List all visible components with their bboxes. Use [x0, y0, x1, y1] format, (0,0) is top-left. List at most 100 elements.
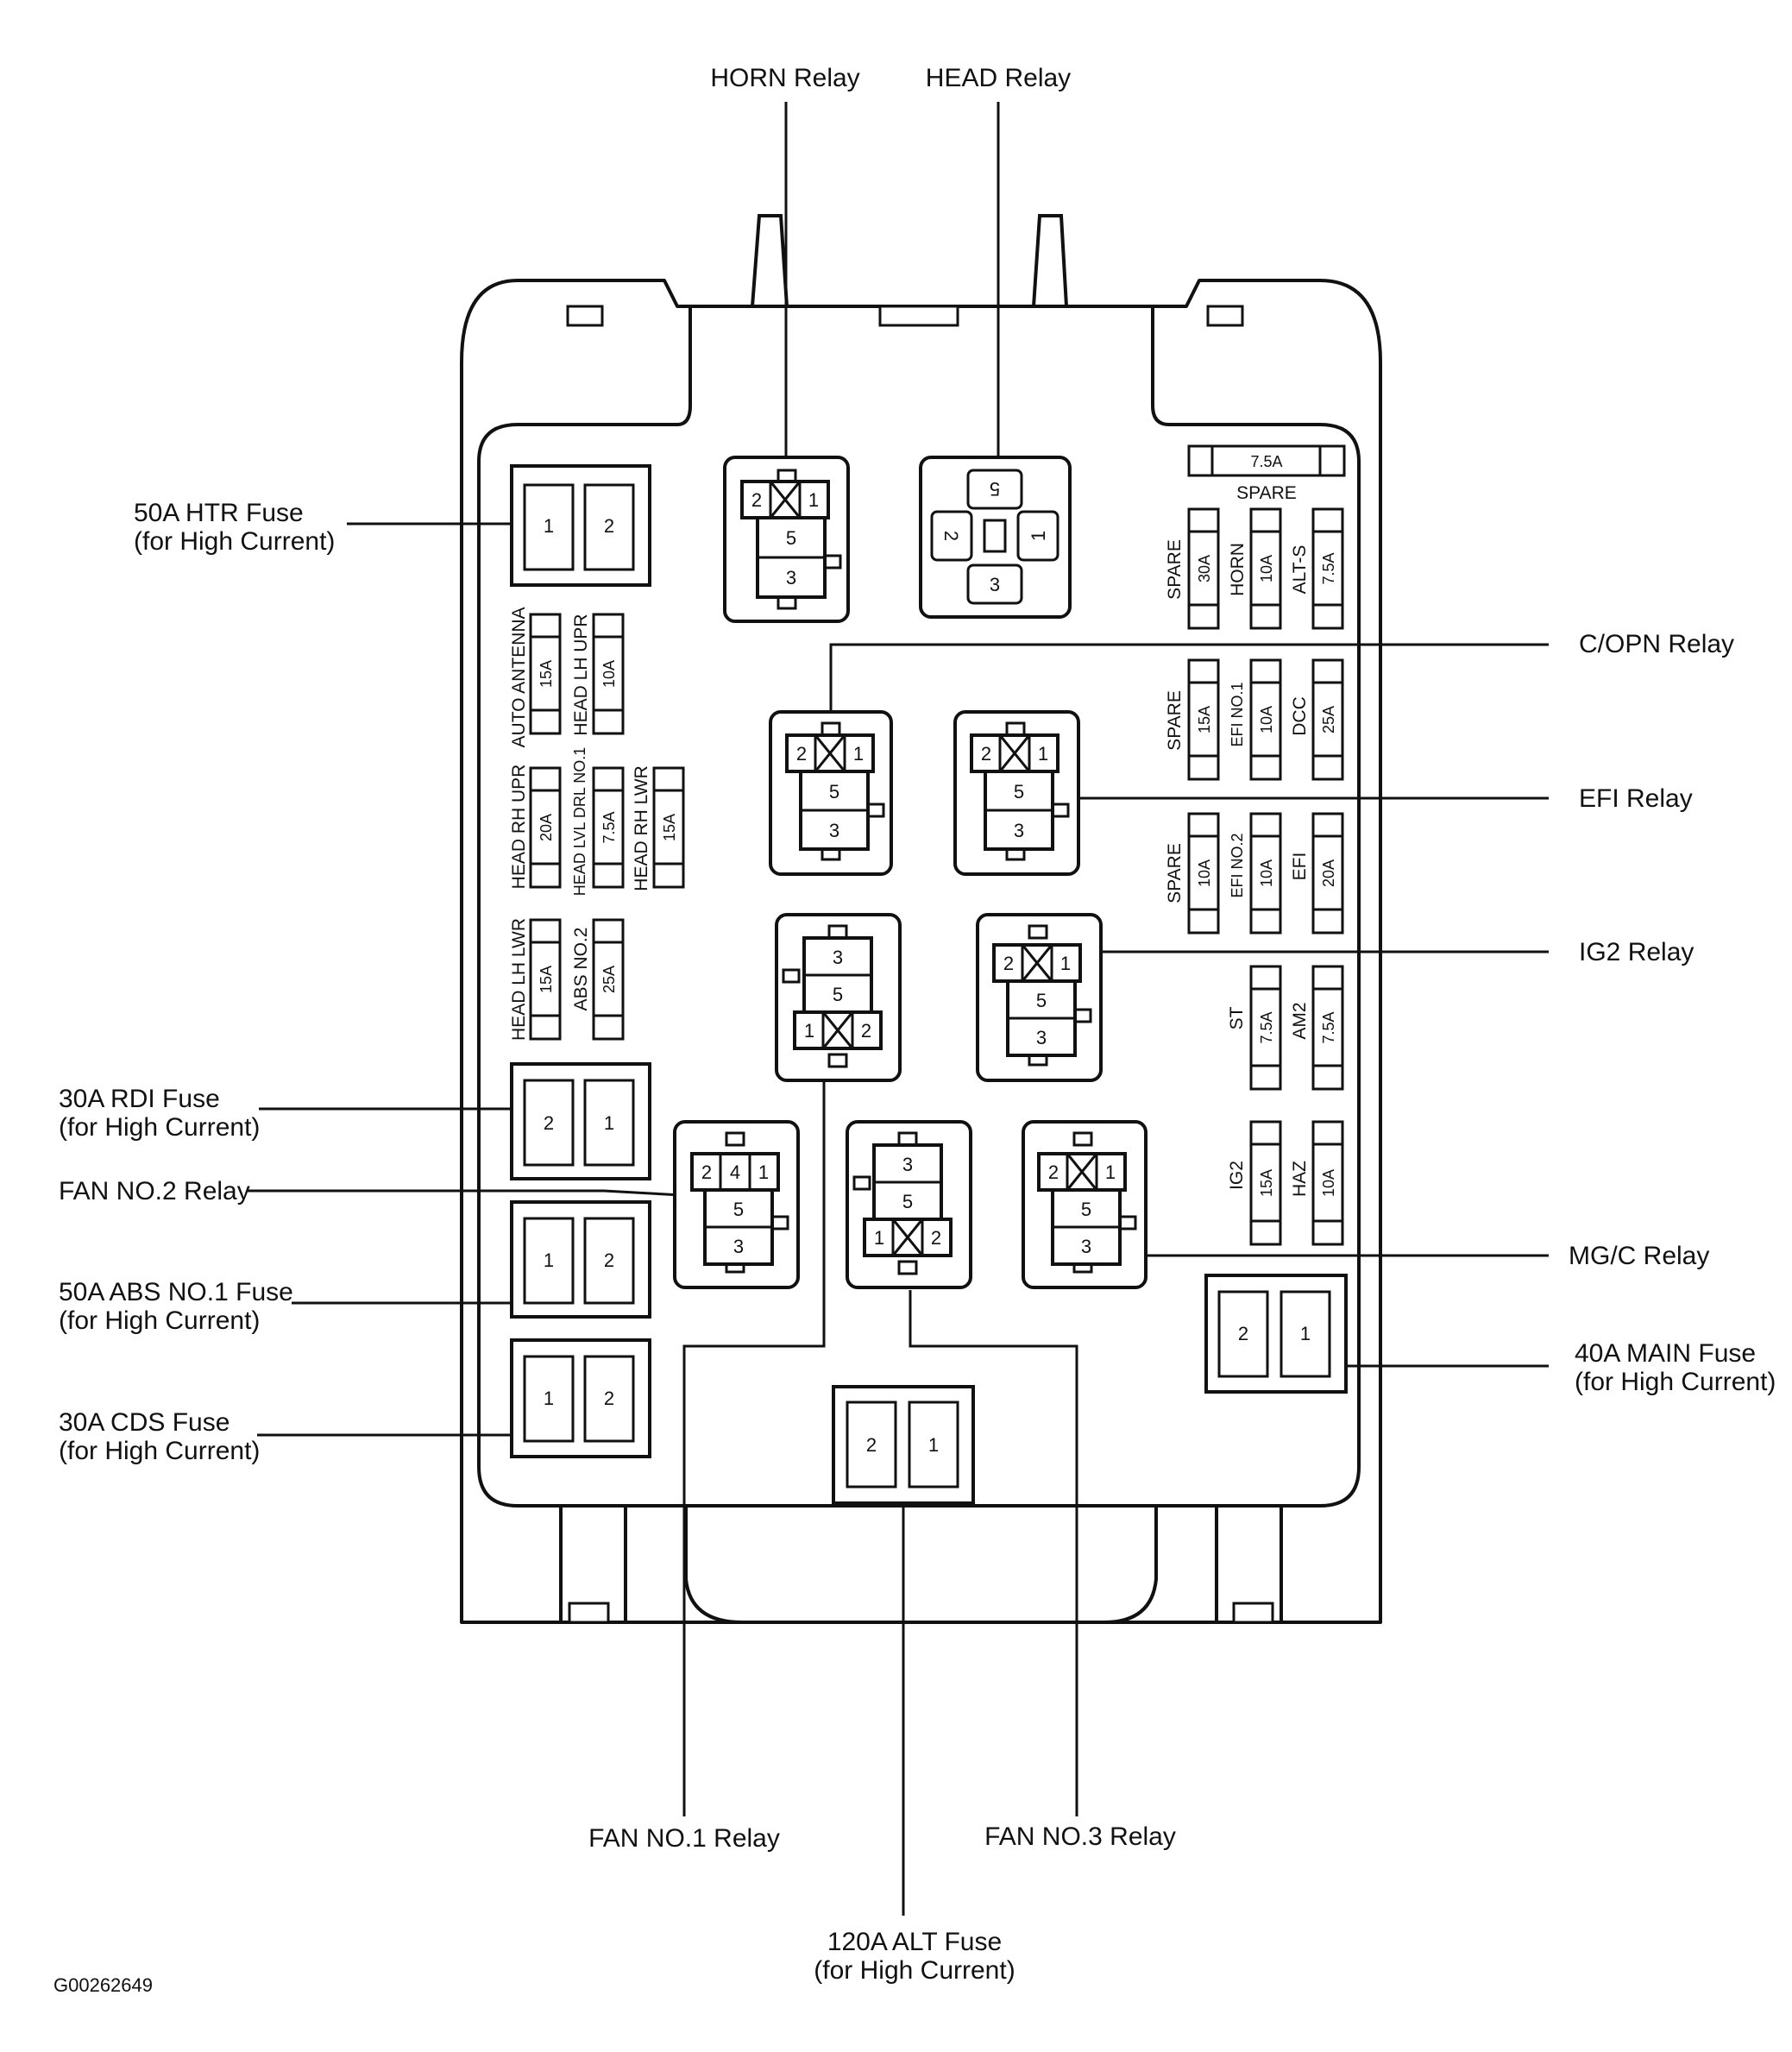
svg-text:SPARE: SPARE: [1165, 539, 1185, 600]
svg-text:SPARE: SPARE: [1165, 690, 1185, 751]
svg-text:15A: 15A: [538, 660, 555, 688]
pin-label: 2: [751, 489, 762, 511]
pin-label: 2: [544, 1112, 554, 1134]
svg-text:10A: 10A: [1320, 1169, 1337, 1197]
fuse-haz: 10A HAZ: [1290, 1120, 1344, 1246]
fuse-box-housing: [460, 214, 1382, 1624]
svg-text:25A: 25A: [600, 966, 618, 993]
fuse-50a-abs-no1: 1 2: [510, 1200, 651, 1319]
callout-efi-relay: EFI Relay: [1579, 784, 1693, 813]
svg-text:HEAD LH LWR: HEAD LH LWR: [509, 918, 529, 1041]
callout-head-relay: HEAD Relay: [926, 64, 1071, 92]
pin-label: 1: [928, 1434, 939, 1456]
svg-text:EFI NO.2: EFI NO.2: [1229, 833, 1246, 897]
pin-label: 5: [990, 478, 1000, 500]
callout-abs1-fuse: 50A ABS NO.1 Fuse(for High Current): [59, 1278, 293, 1335]
svg-text:SPARE: SPARE: [1165, 843, 1185, 903]
svg-text:7.5A: 7.5A: [1258, 1011, 1275, 1043]
callout-mgc-relay: MG/C Relay: [1569, 1242, 1709, 1270]
pin-label: 2: [604, 1249, 614, 1271]
fuse-120a-alt: 2 1: [832, 1385, 975, 1505]
svg-text:15A: 15A: [1258, 1169, 1275, 1197]
relay-mgc: 2 1 5 3: [1022, 1120, 1148, 1289]
relay-fan-no1: 3 5 1 2: [775, 913, 902, 1082]
fuse-horn: 10A HORN: [1228, 507, 1282, 630]
fuse-efi: 20A EFI: [1290, 812, 1344, 935]
svg-text:10A: 10A: [1258, 706, 1275, 733]
pin-label: 2: [701, 1161, 712, 1183]
callout-fan3-relay: FAN NO.3 Relay: [984, 1822, 1176, 1851]
pin-label: 3: [833, 947, 843, 968]
fuse-st: 7.5A ST: [1227, 965, 1282, 1091]
fuse-30a-rdi: 2 1: [510, 1062, 651, 1180]
svg-text:10A: 10A: [1258, 859, 1275, 887]
svg-text:10A: 10A: [600, 660, 618, 688]
pin-label: 3: [1081, 1236, 1091, 1257]
svg-text:7.5A: 7.5A: [1250, 453, 1282, 470]
pin-label: 2: [981, 743, 991, 765]
figure-code: G00262649: [53, 1974, 153, 1996]
callout-ig2-relay: IG2 Relay: [1579, 938, 1694, 966]
fuse-spare-10a: 10A SPARE: [1165, 812, 1220, 935]
callout-horn-relay: HORN Relay: [710, 64, 859, 92]
pin-label: 3: [829, 820, 839, 841]
fuse-abs-no2: 25A ABS NO.2: [571, 918, 625, 1041]
pin-label: 2: [940, 531, 962, 541]
pin-label: 2: [866, 1434, 877, 1456]
callout-fan1-relay: FAN NO.1 Relay: [588, 1824, 780, 1853]
svg-text:20A: 20A: [1320, 859, 1337, 887]
svg-text:DCC: DCC: [1290, 696, 1310, 736]
pin-label: 2: [796, 743, 807, 765]
fuse-efi-no2: 10A EFI NO.2: [1229, 812, 1282, 935]
relay-copn: 2 1 5 3: [769, 710, 893, 876]
callout-copn-relay: C/OPN Relay: [1579, 630, 1734, 658]
pin-label: 2: [931, 1227, 941, 1249]
pin-label: 3: [733, 1236, 744, 1257]
callout-htr-fuse: 50A HTR Fuse(for High Current): [134, 499, 335, 556]
svg-text:EFI NO.1: EFI NO.1: [1229, 682, 1246, 746]
fuse-am2: 7.5A AM2: [1290, 965, 1344, 1091]
fuse-head-lvl-drl-no1: 7.5A HEAD LVL DRL NO.1: [571, 747, 625, 896]
fuse-alt-s: 7.5A ALT-S: [1290, 507, 1344, 630]
fuse-spare-15a: 15A SPARE: [1165, 658, 1220, 781]
svg-text:7.5A: 7.5A: [1320, 1011, 1337, 1043]
pin-label: 2: [861, 1020, 871, 1042]
pin-label: 1: [604, 1112, 614, 1134]
pin-label: 3: [1036, 1027, 1047, 1048]
pin-label: 1: [808, 489, 819, 511]
callout-labels: HORN Relay HEAD Relay 50A HTR Fuse(for H…: [53, 64, 1776, 1996]
pin-label: 1: [544, 1249, 554, 1271]
pin-label: 1: [544, 515, 554, 537]
svg-text:HEAD RH LWR: HEAD RH LWR: [632, 765, 651, 891]
callout-main-fuse: 40A MAIN Fuse(for High Current): [1575, 1339, 1776, 1396]
pin-label: 3: [786, 567, 796, 589]
pin-label: 5: [829, 781, 839, 803]
svg-text:10A: 10A: [1258, 555, 1275, 582]
fuse-spare-30a: 30A SPARE: [1165, 507, 1220, 630]
svg-text:ST: ST: [1227, 1006, 1247, 1029]
pin-label: 5: [1081, 1199, 1091, 1220]
pin-label: 5: [786, 527, 796, 549]
relay-head: 5 2 1 3: [919, 456, 1072, 619]
svg-text:AUTO ANTENNA: AUTO ANTENNA: [509, 607, 529, 748]
pin-label: 2: [1048, 1161, 1059, 1183]
svg-text:AM2: AM2: [1290, 1002, 1310, 1039]
relay-fan-no2: 2 4 1 5 3: [673, 1120, 800, 1289]
pin-label: 2: [1003, 953, 1014, 974]
pin-label: 3: [990, 574, 1000, 595]
pin-label: 1: [1300, 1323, 1311, 1344]
svg-text:HEAD LVL DRL NO.1: HEAD LVL DRL NO.1: [571, 747, 588, 896]
svg-text:15A: 15A: [1196, 706, 1213, 733]
svg-text:15A: 15A: [538, 966, 555, 993]
relay-efi: 2 1 5 3: [953, 710, 1080, 876]
pin-label: 5: [902, 1191, 913, 1212]
pin-label: 1: [1060, 953, 1071, 974]
svg-text:7.5A: 7.5A: [1320, 552, 1337, 584]
pin-label: 5: [1036, 990, 1047, 1011]
svg-text:SPARE: SPARE: [1236, 483, 1297, 503]
svg-text:15A: 15A: [661, 814, 678, 841]
svg-text:7.5A: 7.5A: [600, 811, 618, 843]
fuse-head-rh-lwr: 15A HEAD RH LWR: [632, 765, 685, 891]
fuse-spare-7-5a: 7.5A SPARE: [1187, 444, 1346, 503]
